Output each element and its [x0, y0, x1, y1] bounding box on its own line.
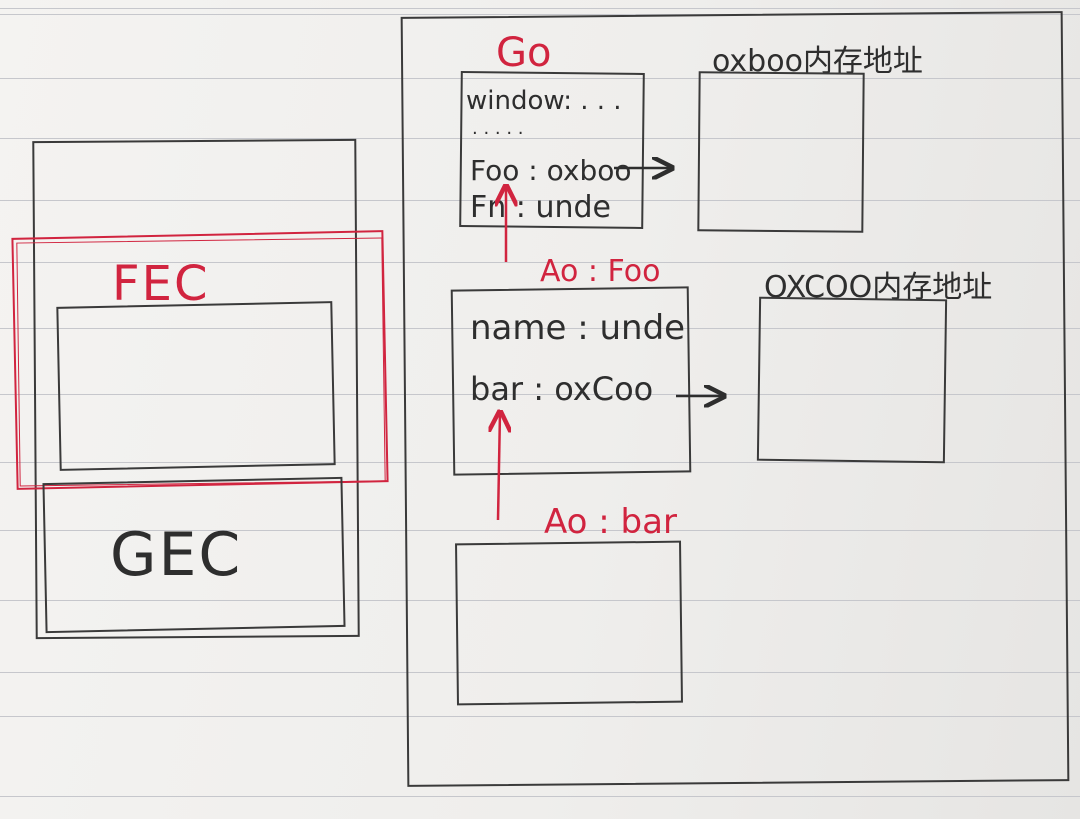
ruled-line	[0, 796, 1080, 797]
gec-label: GEC	[110, 520, 243, 590]
go-line-ellipsis: . . . . .	[472, 118, 524, 139]
go-line-fn: Fn : unde	[470, 190, 611, 225]
ruled-line	[0, 600, 1080, 601]
ruled-line	[0, 716, 1080, 717]
ruled-line	[0, 138, 1080, 139]
memory-bar-label: OXCOO内存地址	[764, 270, 993, 305]
ruled-line	[0, 394, 1080, 395]
go-line-window: window: . . .	[466, 86, 622, 116]
fec-label: FEC	[112, 256, 210, 312]
ruled-line	[0, 672, 1080, 673]
ao-foo-line-bar: bar : oxCoo	[470, 370, 654, 408]
ao-bar-scope-chain-arrow	[498, 412, 500, 521]
ruled-line	[0, 200, 1080, 201]
memory-foo-label: oxboo内存地址	[712, 44, 923, 79]
ruled-line	[0, 78, 1080, 79]
ruled-line	[0, 328, 1080, 329]
ao-bar-label: Ao : bar	[544, 502, 677, 542]
ao-foo-label: Ao : Foo	[540, 254, 661, 289]
ruled-line	[0, 262, 1080, 263]
ruled-line	[0, 14, 1080, 15]
ruled-line	[0, 8, 1080, 9]
go-label: Go	[496, 30, 552, 76]
go-line-foo: Foo : oxboo	[470, 154, 632, 187]
ruled-line	[0, 462, 1080, 463]
ruled-line	[0, 530, 1080, 531]
ao-foo-line-name: name : unde	[470, 308, 686, 348]
